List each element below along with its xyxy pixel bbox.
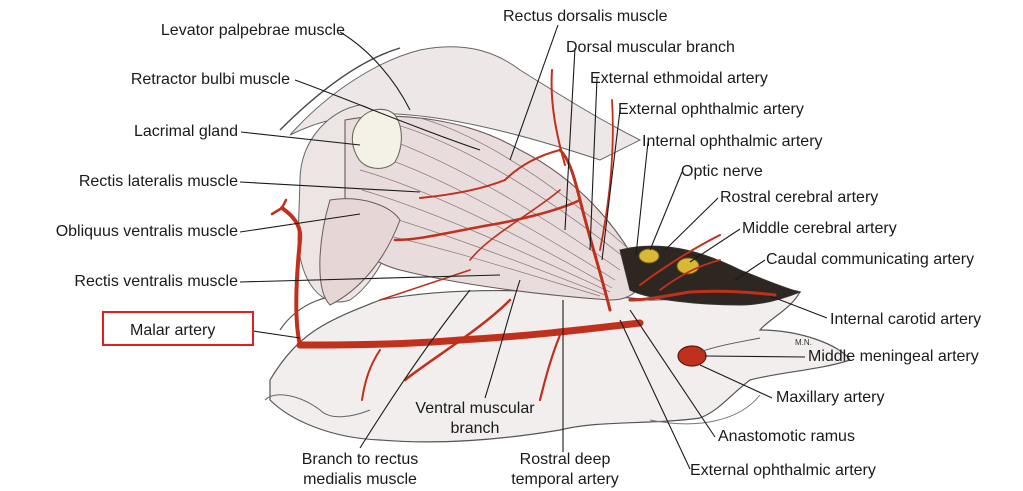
- label-external-ophthalmic-bottom: External ophthalmic artery: [690, 462, 876, 480]
- label-ventral-muscular-1: Ventral muscular: [390, 400, 560, 418]
- maxillary-artery-section: [678, 346, 706, 366]
- label-rostral-cerebral: Rostral cerebral artery: [720, 189, 878, 207]
- label-branch-rectus-medialis-2: medialis muscle: [270, 471, 450, 489]
- label-rectus-dorsalis: Rectus dorsalis muscle: [503, 8, 668, 26]
- label-anastomotic: Anastomotic ramus: [718, 428, 855, 446]
- label-rostral-deep-1: Rostral deep: [490, 451, 640, 469]
- label-optic-nerve: Optic nerve: [681, 163, 763, 181]
- label-obliquus-ventralis: Obliquus ventralis muscle: [56, 223, 238, 241]
- label-external-ethmoidal: External ethmoidal artery: [590, 70, 768, 88]
- skull-outline: [270, 290, 850, 442]
- malar-artery-highlight-box: [102, 311, 254, 346]
- label-caudal-communicating: Caudal communicating artery: [766, 251, 974, 269]
- label-rostral-deep-2: temporal artery: [490, 471, 640, 489]
- label-retractor-bulbi: Retractor bulbi muscle: [131, 71, 290, 89]
- label-external-ophthalmic-top: External ophthalmic artery: [618, 101, 804, 119]
- label-branch-rectus-medialis-1: Branch to rectus: [270, 451, 450, 469]
- optic-nerve-section: [639, 249, 659, 263]
- label-rectis-lateralis: Rectis lateralis muscle: [79, 173, 238, 191]
- label-maxillary: Maxillary artery: [776, 389, 884, 407]
- label-rectis-ventralis: Rectis ventralis muscle: [74, 273, 238, 291]
- label-internal-ophthalmic: Internal ophthalmic artery: [642, 133, 823, 151]
- label-middle-meningeal: Middle meningeal artery: [808, 348, 979, 366]
- label-dorsal-muscular: Dorsal muscular branch: [566, 39, 735, 57]
- label-ventral-muscular-2: branch: [390, 420, 560, 438]
- label-internal-carotid: Internal carotid artery: [830, 311, 981, 329]
- signature-mark: M.N.: [795, 338, 812, 347]
- label-levator-palpebrae: Levator palpebrae muscle: [161, 22, 345, 40]
- label-middle-cerebral: Middle cerebral artery: [742, 220, 897, 238]
- label-lacrimal-gland: Lacrimal gland: [134, 123, 238, 141]
